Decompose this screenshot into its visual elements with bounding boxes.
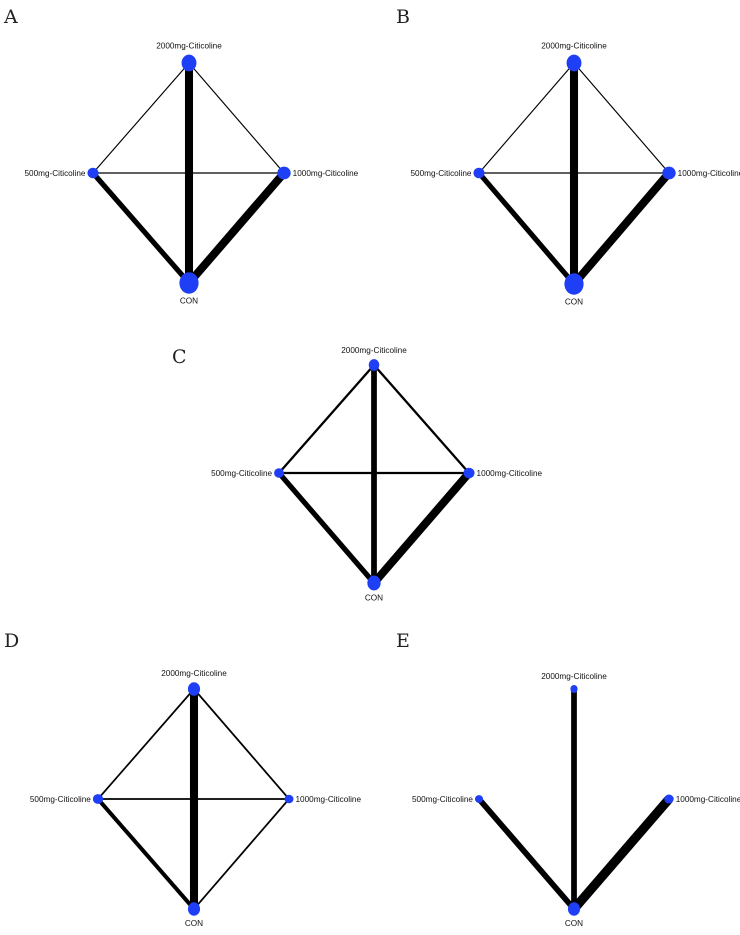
node-label-top: 2000mg-Citicoline [341,346,407,355]
node-label-left: 500mg-Citicoline [412,795,473,804]
edge-right-bottom [570,795,673,913]
node-label-bottom: CON [180,297,198,306]
network-panel-d: D 2000mg-Citicoline 500mg-Citicoline 1000mg… [4,630,361,928]
edge-top-right [188,62,285,174]
edge-left-bottom [277,471,376,585]
edge-left-bottom [96,797,196,911]
node-right [463,467,475,479]
node-label-top: 2000mg-Citicoline [541,42,607,51]
node-right [284,794,294,804]
node-bottom [179,272,199,294]
node-left [474,795,484,803]
panel-letter-b: B [396,6,410,28]
edge-top-right [373,364,470,474]
edge-top-left [92,62,190,174]
node-right [277,166,291,180]
panel-letter-a: A [3,6,18,28]
edge-right-bottom [370,470,473,586]
node-top [181,54,197,72]
edge-right-bottom [193,798,290,910]
edge-left-bottom [476,797,577,911]
node-label-right: 1000mg-Citicoline [477,469,543,478]
node-right [662,166,676,180]
edge-top-left [278,364,375,474]
node-top [187,682,201,696]
node-left [473,167,485,179]
node-top [566,54,582,72]
node-label-top: 2000mg-Citicoline [156,42,222,51]
node-top [368,359,380,371]
node-bottom [567,902,581,916]
node-left [87,167,99,179]
node-right [664,794,674,804]
network-panel-c: C 2000mg-Citicoline 500mg-Citicoline 1000mg… [172,346,542,602]
panel-letter-e: E [396,630,410,652]
node-left [274,468,284,478]
node-label-bottom: CON [365,593,383,602]
node-bottom [367,575,381,591]
edge-right-bottom [570,170,673,287]
network-panel-e: E 2000mg-Citicoline 500mg-Citicoline 1000mg… [396,630,740,928]
edge-top-left [97,688,195,800]
node-bottom [187,902,201,916]
edge-top-left [478,62,575,174]
node-top [570,684,578,694]
edge-top-right [573,62,670,174]
node-label-left: 500mg-Citicoline [24,169,85,178]
edge-left-bottom [91,171,191,285]
network-panel-a: A 2000mg-Citicoline 500mg-Citicoline 1000mg… [3,6,359,306]
panel-letter-d: D [4,630,19,652]
edge-top-right [193,688,290,800]
edge-right-bottom [185,170,288,286]
node-label-bottom: CON [565,919,583,928]
node-label-bottom: CON [185,919,203,928]
node-label-bottom: CON [565,298,583,307]
node-label-left: 500mg-Citicoline [211,469,272,478]
panel-letter-c: C [172,346,187,368]
node-label-top: 2000mg-Citicoline [541,672,607,681]
node-label-right: 1000mg-Citicoline [678,169,740,178]
network-panel-b: B 2000mg-Citicoline 500mg-Citicoline 1000mg… [396,6,740,307]
node-label-right: 1000mg-Citicoline [296,795,362,804]
node-label-left: 500mg-Citicoline [410,169,471,178]
node-label-left: 500mg-Citicoline [30,795,91,804]
node-label-top: 2000mg-Citicoline [161,669,227,678]
edge-left-bottom [477,171,576,286]
node-label-right: 1000mg-Citicoline [293,169,359,178]
node-left [92,794,104,804]
node-bottom [564,273,584,295]
node-label-right: 1000mg-Citicoline [676,795,740,804]
